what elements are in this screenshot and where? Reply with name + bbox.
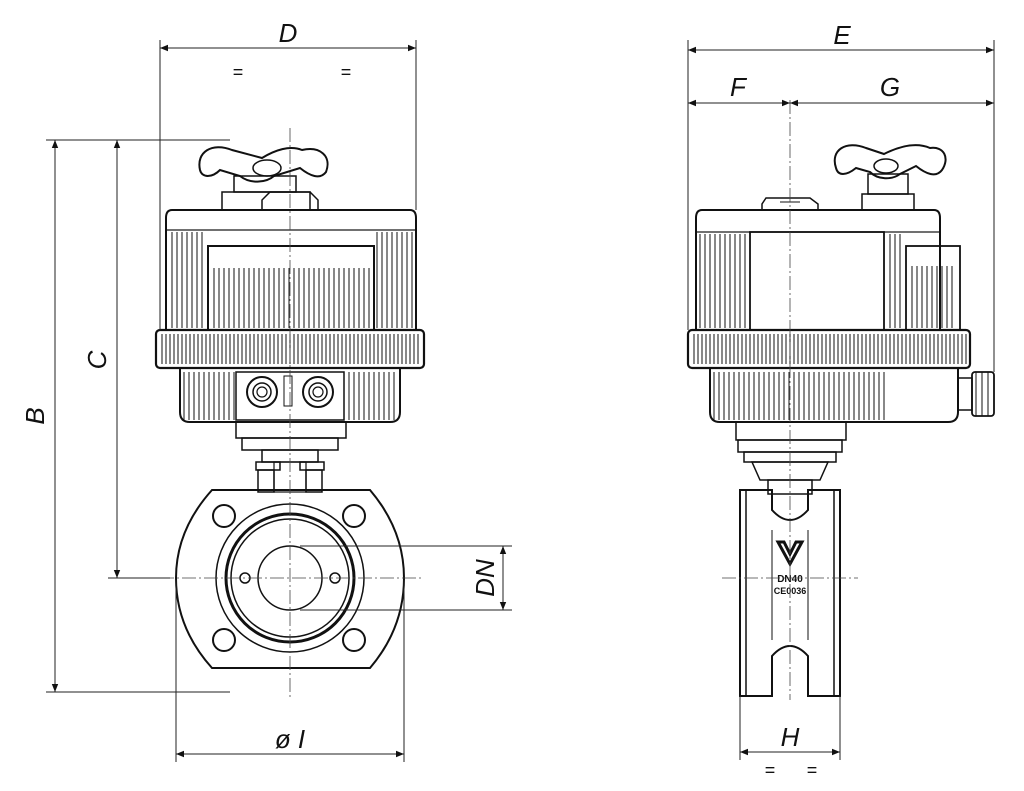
equal-mark-top-left: =: [233, 62, 244, 82]
dim-label-h: H: [781, 722, 800, 752]
side-ribs: [699, 234, 901, 328]
equal-mark-top-right: =: [341, 62, 352, 82]
side-lower-ribs: [713, 372, 885, 420]
dimension-lines: [46, 40, 995, 762]
dim-label-c: C: [82, 350, 112, 369]
equal-marks: = = = =: [233, 62, 818, 780]
front-lower-housing: [179, 367, 401, 423]
side-box-ribs: [911, 266, 953, 328]
front-top-cover: [165, 209, 417, 331]
dim-label-b: B: [20, 407, 50, 424]
dim-label-i: ø I: [275, 724, 305, 754]
dim-label-e: E: [833, 20, 851, 50]
dim-label-dn: DN: [470, 559, 500, 597]
front-view: [154, 128, 426, 700]
dim-label-f: F: [730, 72, 748, 102]
equal-mark-bottom-right: =: [807, 760, 818, 780]
front-flange-ribs: [161, 334, 419, 364]
dimension-labels: D E F G B C DN ø I H: [20, 18, 900, 754]
side-top-cover: [695, 209, 941, 331]
front-handwheel: [198, 146, 329, 211]
front-lower-ribs: [183, 372, 395, 420]
side-window-box: [749, 231, 885, 331]
side-handwheel: [833, 144, 947, 211]
front-window-ribs: [213, 268, 370, 328]
side-cable-gland: [957, 371, 995, 417]
dim-label-g: G: [880, 72, 900, 102]
side-flange-ribs: [693, 334, 967, 364]
equal-mark-bottom-left: =: [765, 760, 776, 780]
front-ribs: [171, 232, 413, 328]
dim-label-d: D: [279, 18, 298, 48]
side-view: V DN40 CE0036: [686, 100, 995, 700]
side-lower-housing: [709, 367, 959, 423]
